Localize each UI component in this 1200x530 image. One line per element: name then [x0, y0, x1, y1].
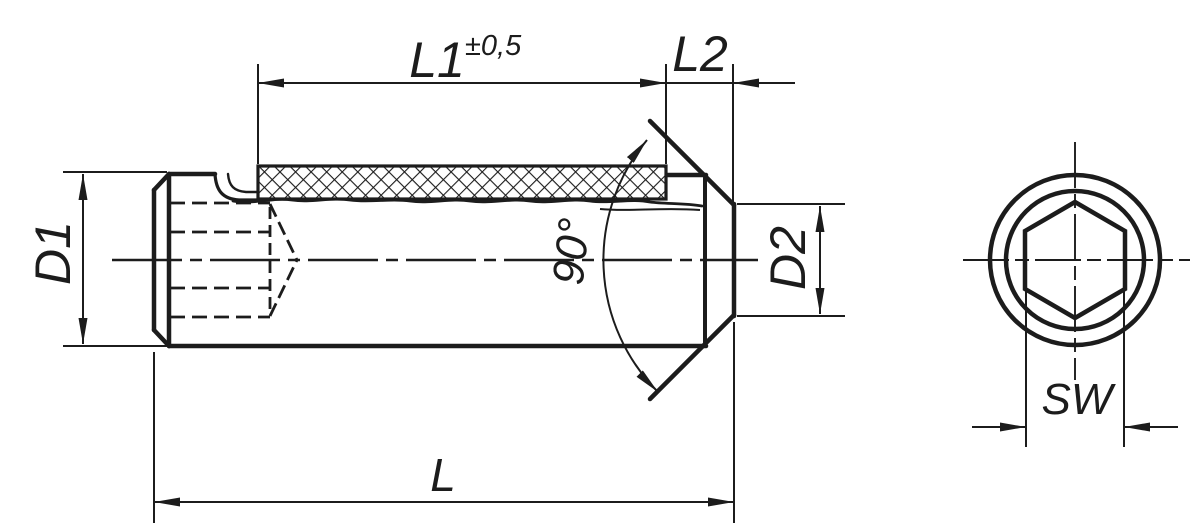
label-d1: D1 — [25, 221, 81, 285]
dim-sw: SW — [972, 291, 1178, 447]
dim-l: L — [153, 322, 735, 523]
chamfer-top-left — [151, 171, 172, 193]
dim-angle: 90° — [544, 139, 659, 393]
label-sw: SW — [1042, 375, 1116, 424]
end-view: SW — [963, 142, 1190, 447]
patch-crosshatch — [256, 164, 668, 201]
label-l1: L1 — [409, 32, 465, 88]
dim-d1: D1 — [25, 171, 167, 347]
front-view: D1 L1 ±0,5 L2 90° D2 — [25, 26, 845, 523]
socket-cone-line — [268, 259, 299, 317]
coating-boundary-wave — [231, 197, 704, 208]
label-l2: L2 — [672, 26, 728, 82]
cone-slant-bottom — [647, 312, 737, 402]
label-l1-tolerance: ±0,5 — [465, 30, 522, 62]
thread-locking-patch — [231, 164, 704, 211]
dim-d2: D2 — [737, 203, 845, 317]
screw-outline — [151, 118, 737, 402]
dim-l2: L2 — [666, 26, 795, 204]
thread-major-circle — [987, 172, 1163, 348]
hex-socket — [1022, 199, 1128, 321]
chamfer-bottom-left — [151, 327, 172, 349]
cone-slant-top — [647, 118, 737, 208]
coating-boundary-wave-2 — [599, 208, 701, 211]
hidden-socket-lines — [170, 201, 299, 319]
socket-cone-line — [268, 203, 299, 261]
thread-minor-circle — [1003, 188, 1147, 332]
label-angle: 90° — [544, 216, 600, 287]
angle-arc — [602, 139, 659, 393]
thread-runout-groove — [213, 172, 260, 202]
dim-l1: L1 ±0,5 — [257, 30, 667, 164]
label-l: L — [430, 449, 456, 501]
thread-runout-groove-inner — [226, 172, 260, 194]
label-d2: D2 — [760, 226, 816, 290]
